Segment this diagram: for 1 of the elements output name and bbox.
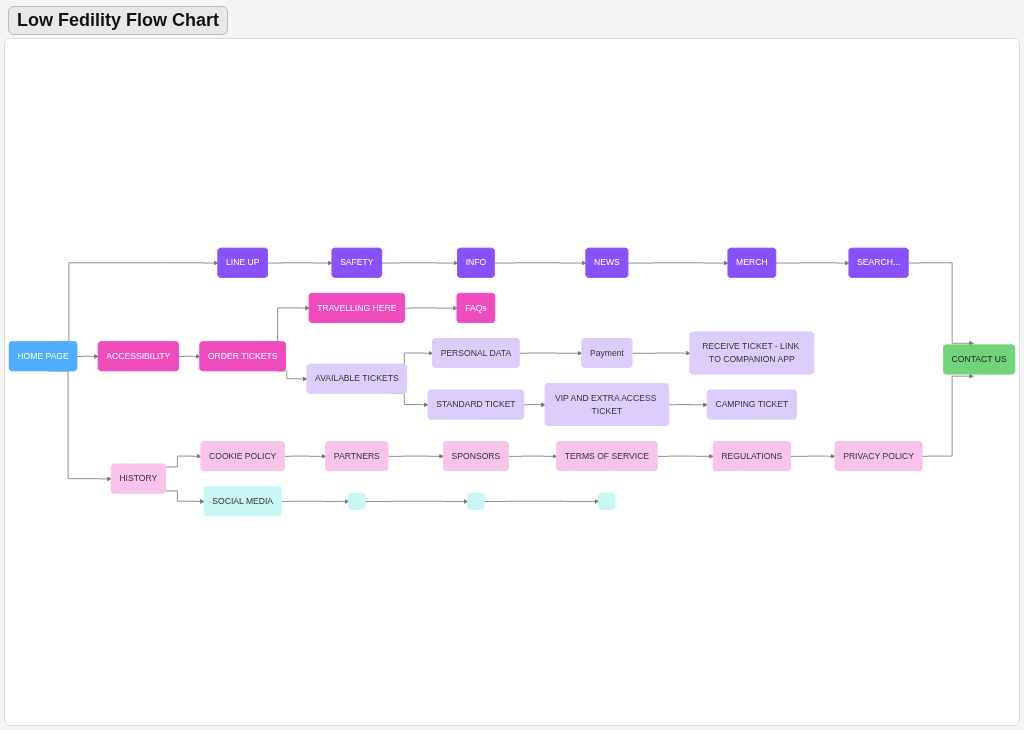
chart-title: Low Fedility Flow Chart	[8, 6, 228, 35]
